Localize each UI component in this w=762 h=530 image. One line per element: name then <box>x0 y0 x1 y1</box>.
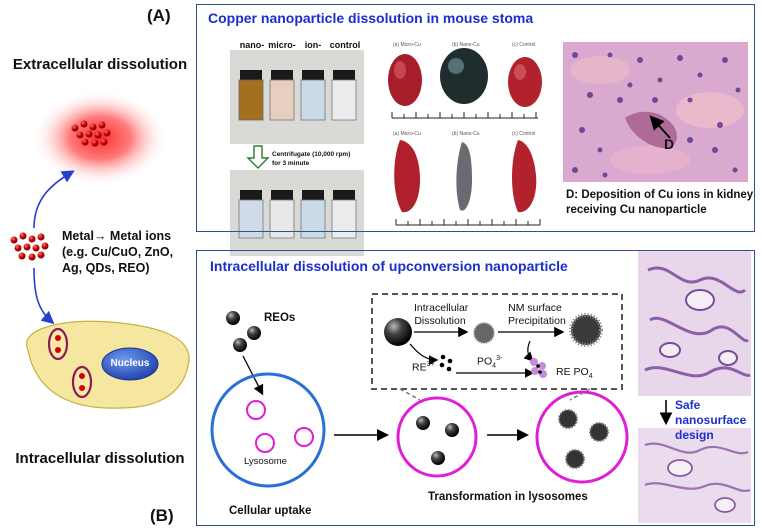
dash-link-left <box>399 388 421 401</box>
metal-ions-line1: Metal→ Metal ions <box>62 229 172 243</box>
process-box <box>371 293 623 390</box>
cell-circle <box>210 372 326 488</box>
lung-histology-before <box>638 251 751 396</box>
po-subscript: 4 <box>492 362 497 370</box>
lysosome-2 <box>255 433 275 453</box>
dissolution-line1: Intracellular <box>414 302 469 314</box>
caption-line1: D: Deposition of Cu ions in kidney <box>566 189 754 201</box>
organs-top <box>388 48 542 107</box>
repo-subscript: 4 <box>588 373 593 381</box>
intracellular-title: Intracellular dissolution <box>15 450 185 467</box>
organ-label-bottom-c: (c) Control <box>512 131 536 137</box>
arrow-to-extracellular <box>33 170 75 229</box>
extracellular-glow <box>32 90 168 186</box>
extracellular-title: Extracellular dissolution <box>12 56 188 73</box>
vial-label-micro: micro- <box>268 40 296 50</box>
nucleus-shape <box>101 347 159 381</box>
reos-label: REOs <box>264 312 296 324</box>
organ-label-bottom-a: (a) Micro-Cu <box>393 131 421 137</box>
dissolution-line2: Dissolution <box>414 315 466 327</box>
vial-label-control: control <box>329 40 361 50</box>
repo-po: PO <box>573 366 589 378</box>
organ-label-top-a: (a) Micro-Cu <box>393 42 421 48</box>
safe-line3: design <box>675 428 714 442</box>
safe-line2: nanosurface <box>675 413 747 427</box>
repo-label: RE PO4 <box>556 366 593 383</box>
repo-re: RE <box>556 366 571 378</box>
re-charge: 3+ <box>426 361 435 368</box>
re-text: RE <box>412 361 427 374</box>
deposition-caption: D: Deposition of Cu ions in kidney recei… <box>566 188 753 218</box>
spiky-particles <box>558 409 609 469</box>
metal-ions-line2: (e.g. Cu/CuO, ZnO, <box>62 245 174 259</box>
cell-lysosome-1 <box>47 327 69 361</box>
process-graphics <box>384 313 603 378</box>
metal-ions-text: Metal→ Metal ions (e.g. Cu/CuO, ZnO, Ag,… <box>62 228 173 276</box>
organs-bottom <box>394 140 537 213</box>
vial-label-ion: ion- <box>304 40 322 50</box>
box-b-title: Intracellular dissolution of upconversio… <box>210 258 568 274</box>
panel-label-a: (A) <box>147 6 171 25</box>
lysosome-label: Lysosome <box>244 456 287 467</box>
nucleus-label: Nucleus <box>110 358 150 369</box>
panel-label-b: (B) <box>150 506 174 525</box>
lysosome-large-1 <box>396 396 478 478</box>
arrow-to-intracellular <box>33 267 55 325</box>
nm-line2: Precipitation <box>508 315 566 327</box>
extracellular-particles <box>71 120 111 147</box>
centrifuge-arrow <box>246 145 270 169</box>
centrifuge-line1: Centrifugate (10,000 rpm) <box>272 151 351 158</box>
metal-particle-cluster <box>10 232 49 261</box>
transformation-label: Transformation in lysosomes <box>428 491 588 503</box>
box-a-title: Copper nanoparticle dissolution in mouse… <box>208 10 534 26</box>
vial-label-nano: nano- <box>239 40 265 50</box>
re-ion-label: RE3+ <box>412 358 435 375</box>
nm-line1: NM surface <box>508 302 562 314</box>
caption-line2: receiving Cu nanoparticle <box>566 204 707 216</box>
lysosome-3 <box>294 427 314 447</box>
metal-ions-line3: Ag, QDs, REO) <box>62 261 150 275</box>
ruler-top <box>391 112 538 119</box>
dash-link-right <box>569 388 591 401</box>
organ-label-top-b: (b) Nano-Cu <box>452 42 480 48</box>
organ-label-bottom-b: (b) Nano-Cu <box>452 131 480 137</box>
po-text: PO <box>477 355 493 368</box>
centrifuge-text: Centrifugate (10,000 rpm) for 3 minute <box>272 150 350 168</box>
box-copper-dissolution <box>196 4 755 232</box>
uptake-arrow <box>242 355 264 396</box>
nm-precipitation-label: NM surface Precipitation <box>508 302 566 328</box>
lysosome-large-2 <box>535 390 629 484</box>
dissolution-label: Intracellular Dissolution <box>414 302 469 328</box>
po-charge: 3- <box>496 355 503 362</box>
po-ion-label: PO43- <box>477 352 502 373</box>
ruler-bottom <box>395 219 541 226</box>
deposition-arrow <box>649 115 671 139</box>
organ-label-top-c: (c) Control <box>512 42 536 48</box>
reo-particles <box>226 311 261 352</box>
centrifuge-line2: for 3 minute <box>272 160 310 167</box>
cellular-uptake-label: Cellular uptake <box>229 505 312 517</box>
safe-line1: Safe <box>675 398 701 412</box>
safe-design-label: Safe nanosurface design <box>675 398 746 443</box>
lung-histology-after <box>638 428 751 523</box>
lysosome-1 <box>246 400 266 420</box>
kidney-histology-image <box>563 42 748 182</box>
box-intracellular-dissolution <box>196 250 755 526</box>
deposition-marker: D <box>664 136 675 152</box>
vials-before <box>238 70 357 121</box>
cell-lysosome-2 <box>71 365 93 399</box>
